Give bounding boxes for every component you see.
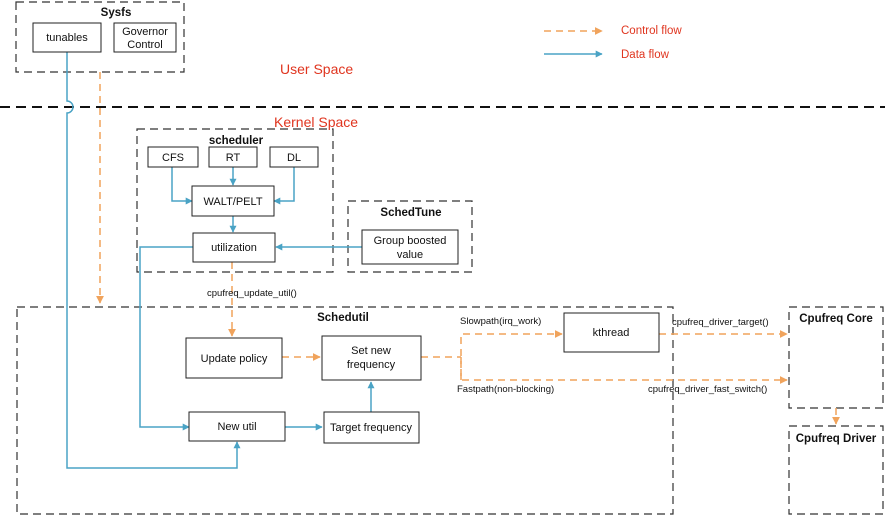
fastpath-label: Fastpath(non-blocking) — [457, 384, 554, 395]
cpufreq-update-util-label: cpufreq_update_util() — [207, 288, 297, 299]
cpufreq-core-title: Cpufreq Core — [799, 313, 872, 325]
utilization-label: utilization — [211, 242, 257, 254]
update-policy-box — [185, 337, 283, 379]
cfs-box — [147, 146, 199, 168]
tunables-to-new-util-flow — [66, 52, 241, 469]
legend-data-flow-label: Data flow — [621, 49, 670, 61]
kthread-label: kthread — [593, 327, 630, 339]
rt-label: RT — [226, 152, 241, 164]
target-frequency-label: Target frequency — [330, 422, 412, 434]
cpufreq-driver-group — [788, 425, 884, 515]
cfs-to-walt-flow — [171, 167, 193, 205]
slowpath-control — [460, 330, 563, 380]
governor-control-label-2: Control — [127, 39, 162, 51]
dl-to-walt-flow — [273, 167, 295, 205]
fastpath-control — [460, 357, 788, 384]
target-frequency-box — [323, 411, 420, 444]
scheduler-group — [136, 128, 334, 273]
governor-control-label-1: Governor — [122, 26, 168, 38]
cpufreq-driver-title: Cpufreq Driver — [796, 433, 877, 445]
walt-pelt-label: WALT/PELT — [203, 196, 262, 208]
scheduler-title: scheduler — [209, 135, 264, 147]
utilization-to-new-util-flow — [139, 246, 193, 431]
governor-control-box — [113, 22, 177, 53]
new-util-box — [188, 411, 286, 442]
group-boosted-value-box — [361, 229, 459, 265]
new-util-label: New util — [217, 421, 256, 433]
set-new-frequency-label-1: Set new — [351, 345, 391, 357]
user-space-label: User Space — [280, 61, 353, 77]
group-boosted-label-2: value — [397, 249, 423, 261]
dl-label: DL — [287, 152, 301, 164]
schedutil-title: Schedutil — [317, 312, 369, 324]
dl-box — [269, 146, 319, 168]
utilization-box — [192, 232, 276, 263]
update-policy-label: Update policy — [201, 353, 268, 365]
cfs-label: CFS — [162, 152, 184, 164]
tunables-label: tunables — [46, 32, 88, 44]
sysfs-group — [15, 1, 185, 73]
driver-fast-switch-label: cpufreq_driver_fast_switch() — [648, 384, 767, 395]
rt-box — [208, 146, 258, 168]
group-boosted-label-1: Group boosted — [374, 235, 447, 247]
schedtune-title: SchedTune — [380, 207, 441, 219]
legend-control-flow-label: Control flow — [621, 25, 682, 37]
sysfs-title: Sysfs — [101, 7, 132, 19]
kthread-box — [563, 312, 660, 353]
schedutil-group — [16, 306, 674, 515]
set-new-frequency-box — [321, 335, 422, 381]
tunables-box — [32, 22, 102, 53]
walt-pelt-box — [191, 185, 275, 217]
kernel-space-label: Kernel Space — [274, 114, 358, 130]
set-new-frequency-label-2: frequency — [347, 359, 396, 371]
driver-target-label: cpufreq_driver_target() — [672, 317, 769, 328]
slowpath-label: Slowpath(irq_work) — [460, 316, 541, 327]
schedtune-group — [347, 200, 473, 273]
